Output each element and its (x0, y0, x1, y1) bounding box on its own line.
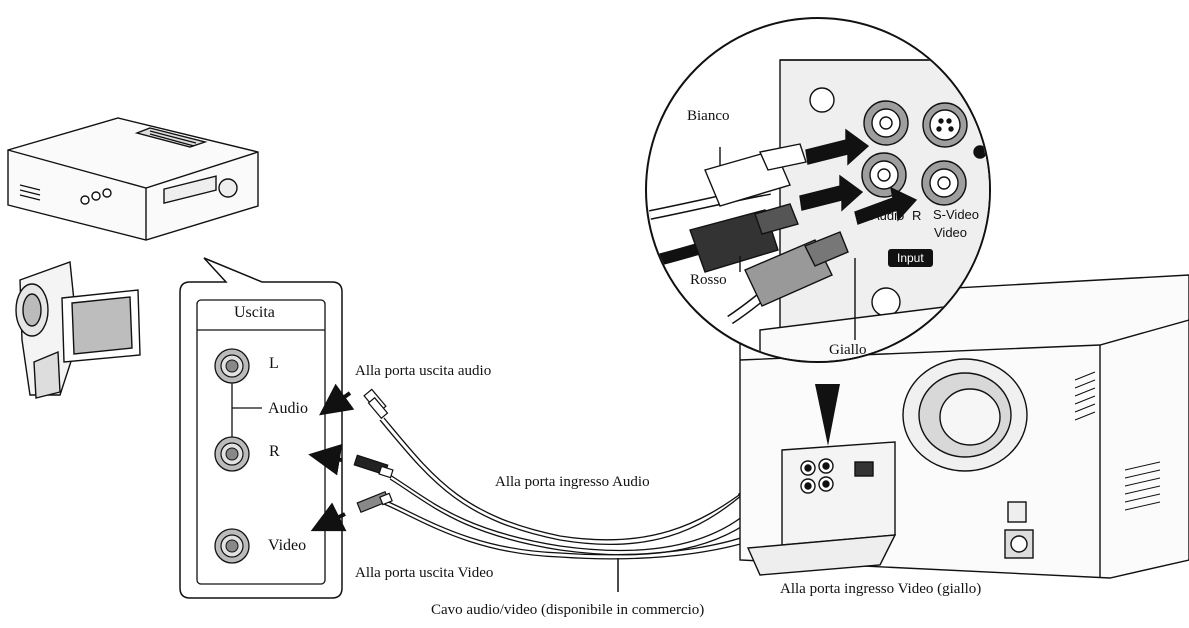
panel-audio-r: R (912, 208, 922, 223)
zoom-detail (645, 17, 991, 363)
white-plug-left (363, 388, 389, 420)
projector-icon (739, 274, 1189, 579)
callout-title: Uscita (234, 304, 275, 321)
label-red: Rosso (690, 272, 727, 288)
panel-svideo: S-Video (933, 207, 980, 222)
yellow-plug-left (356, 490, 393, 514)
label-video-in: Alla porta ingresso Video (giallo) (780, 581, 982, 597)
video-jack (214, 528, 250, 564)
vcr-icon (7, 117, 259, 241)
label-white: Bianco (687, 108, 730, 124)
camcorder-icon (15, 261, 141, 399)
audio-l-label: L (269, 355, 279, 372)
plug-arrows (308, 383, 355, 532)
label-audio-in: Alla porta ingresso Audio (495, 474, 650, 490)
label-video-out: Alla porta uscita Video (355, 565, 494, 581)
panel-audio-l: L (858, 207, 866, 222)
label-cable: Cavo audio/video (disponibile in commerc… (431, 602, 705, 618)
panel-audio: Audio (871, 208, 905, 223)
audio-group-label: Audio (268, 400, 308, 417)
panel-input-badge: Input (888, 249, 933, 267)
audio-r-jack (214, 436, 250, 472)
panel-video: Video (934, 225, 968, 240)
video-port-label: Video (268, 537, 307, 554)
red-plug-left (353, 454, 394, 479)
output-callout (179, 257, 343, 599)
label-yellow: Giallo (829, 342, 867, 358)
label-audio-out: Alla porta uscita audio (355, 363, 492, 379)
audio-l-jack (214, 348, 250, 384)
av-cable (379, 417, 783, 592)
audio-r-label: R (269, 443, 280, 460)
